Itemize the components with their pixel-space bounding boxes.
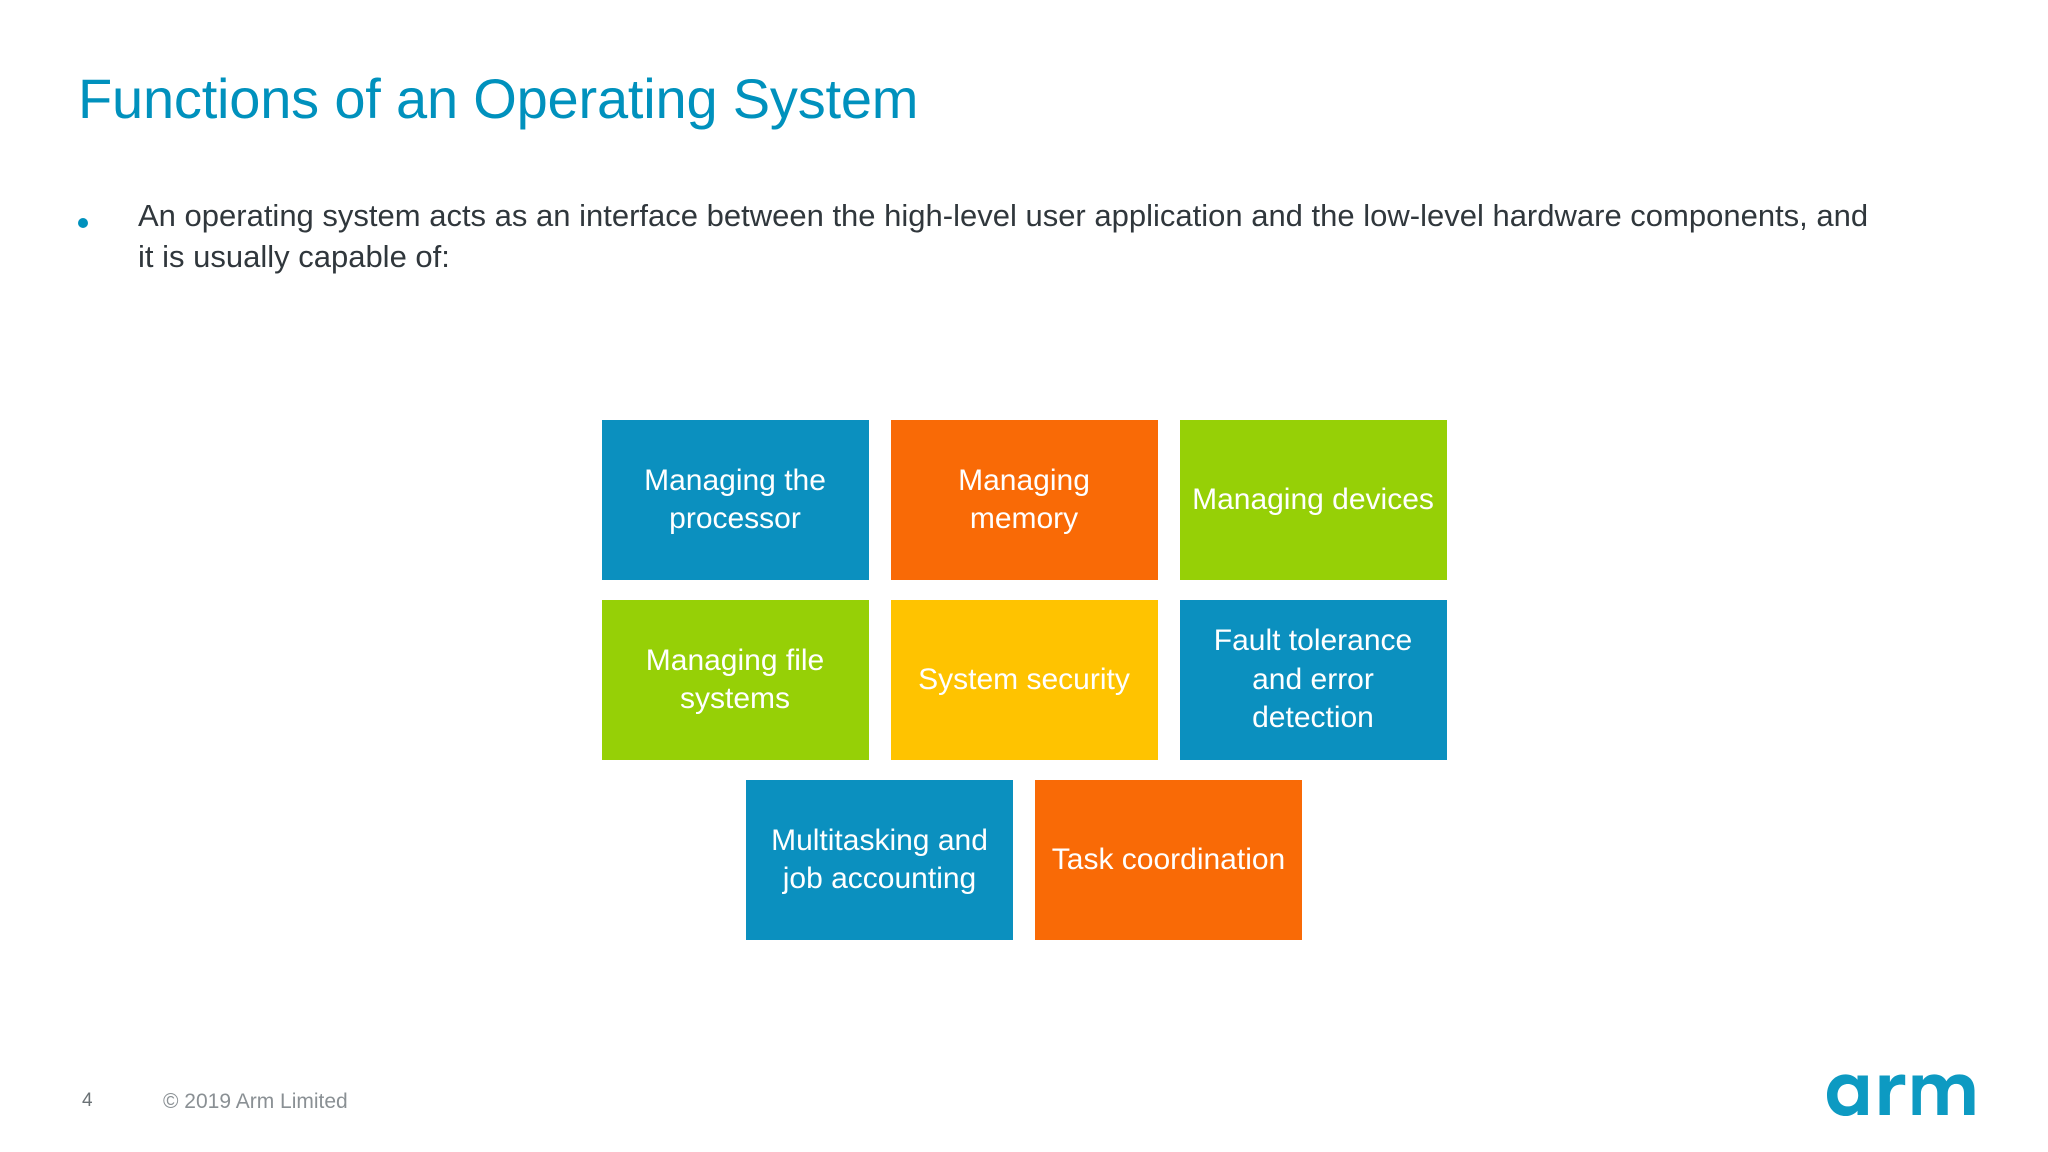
copyright-text: © 2019 Arm Limited [163,1090,348,1113]
bullet-text: An operating system acts as an interface… [138,198,1869,274]
function-box-fault-tolerance-and-error-detection[interactable]: Fault tolerance and error detection [1179,600,1447,760]
functions-box-grid: Managing the processor Managing memory M… [0,420,2048,950]
function-box-managing-the-processor[interactable]: Managing the processor [601,420,869,580]
bullet-item: An operating system acts as an interface… [78,196,1878,278]
function-box-managing-memory[interactable]: Managing memory [890,420,1158,580]
function-box-label: Fault tolerance and error detection [1213,624,1413,735]
function-box-system-security[interactable]: System security [890,600,1158,760]
function-box-label: Managing file systems [645,643,825,715]
function-box-label: Managing devices [1192,482,1434,516]
function-box-label: Task coordination [1051,842,1286,876]
function-box-label: Managing memory [958,463,1090,535]
page-title: Functions of an Operating System [78,67,919,130]
bullet-dot-icon [78,218,88,228]
function-box-managing-file-systems[interactable]: Managing file systems [601,600,869,760]
function-box-label: Managing the processor [644,463,826,535]
function-box-multitasking-and-job-accounting[interactable]: Multitasking and job accounting [746,780,1013,940]
box-row-3: Multitasking and job accounting Task coo… [0,780,2048,940]
slide-page-number: 4 [82,1090,93,1111]
function-box-managing-devices[interactable]: Managing devices [1179,420,1447,580]
function-box-label: System security [918,662,1130,696]
box-row-2: Managing file systems System security Fa… [0,600,2048,760]
function-box-label: Multitasking and job accounting [771,823,988,895]
arm-logo [1826,1055,1994,1117]
box-row-1: Managing the processor Managing memory M… [0,420,2048,580]
function-box-task-coordination[interactable]: Task coordination [1035,780,1302,940]
